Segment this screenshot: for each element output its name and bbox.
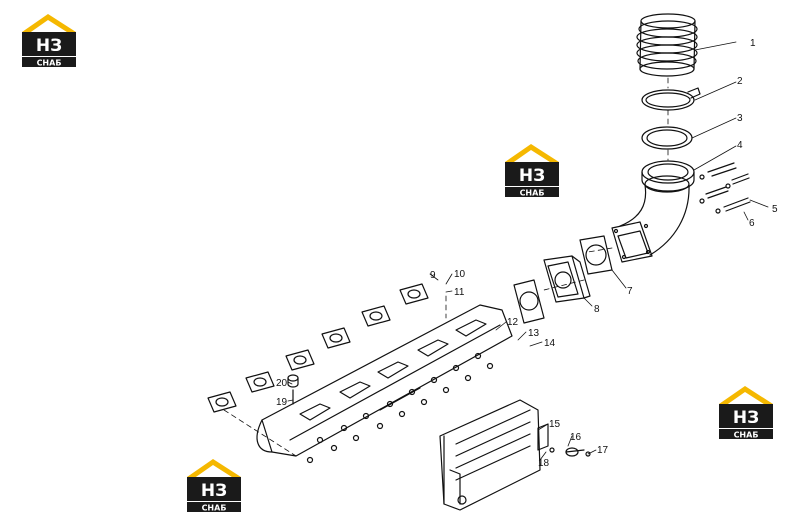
brand-logo-watermark: НЗ СНАБ <box>501 140 565 198</box>
callout-13: 13 <box>528 328 540 339</box>
bolt-row <box>306 352 494 464</box>
callout-2: 2 <box>737 76 743 87</box>
callout-8: 8 <box>594 304 600 315</box>
svg-text:НЗ: НЗ <box>36 36 62 56</box>
callout-4: 4 <box>737 140 743 151</box>
svg-text:НЗ: НЗ <box>201 481 227 501</box>
svg-text:СНАБ: СНАБ <box>37 59 62 68</box>
svg-text:СНАБ: СНАБ <box>520 189 545 198</box>
plug-19-20 <box>287 374 299 405</box>
callout-15: 15 <box>549 419 561 430</box>
svg-text:СНАБ: СНАБ <box>734 431 759 440</box>
brand-logo-watermark: НЗ СНАБ <box>18 10 82 68</box>
callout-14: 14 <box>544 338 556 349</box>
callout-3: 3 <box>737 113 743 124</box>
oil-cooler <box>439 399 541 511</box>
svg-text:СНАБ: СНАБ <box>202 504 227 513</box>
elbow-pipe <box>611 175 690 263</box>
gasket-7 <box>579 235 613 275</box>
brand-logo-watermark: НЗ СНАБ <box>183 455 247 513</box>
leader-lines <box>287 41 769 461</box>
ring-part <box>641 126 693 150</box>
bellows-part <box>636 13 698 77</box>
svg-text:НЗ: НЗ <box>519 166 545 186</box>
callout-19: 19 <box>276 397 288 408</box>
callout-16: 16 <box>570 432 582 443</box>
flange-part <box>641 160 695 192</box>
clamp-part <box>641 87 701 111</box>
manifold-gaskets <box>207 283 429 413</box>
svg-text:НЗ: НЗ <box>733 408 759 428</box>
callout-7: 7 <box>627 286 633 297</box>
callout-12: 12 <box>507 317 519 328</box>
fittings-15-18 <box>537 423 591 457</box>
callout-11: 11 <box>454 287 465 298</box>
callout-18: 18 <box>538 458 550 469</box>
callout-20: 20 <box>276 378 288 389</box>
callout-5: 5 <box>772 204 778 215</box>
callout-1: 1 <box>750 38 756 49</box>
callout-labels: 1 2 3 4 5 6 7 8 9 10 11 12 13 14 15 16 1… <box>276 38 778 469</box>
callout-9: 9 <box>430 270 436 281</box>
alignment-lines <box>223 77 669 457</box>
bolts-group-5-6 <box>699 162 751 214</box>
callout-6: 6 <box>749 218 755 229</box>
exhaust-manifold <box>256 304 513 457</box>
gasket-inlet <box>513 279 545 324</box>
callout-10: 10 <box>454 269 466 280</box>
housing-8 <box>543 255 591 303</box>
callout-17: 17 <box>597 445 609 456</box>
brand-logo-watermark: НЗ СНАБ <box>715 382 779 440</box>
